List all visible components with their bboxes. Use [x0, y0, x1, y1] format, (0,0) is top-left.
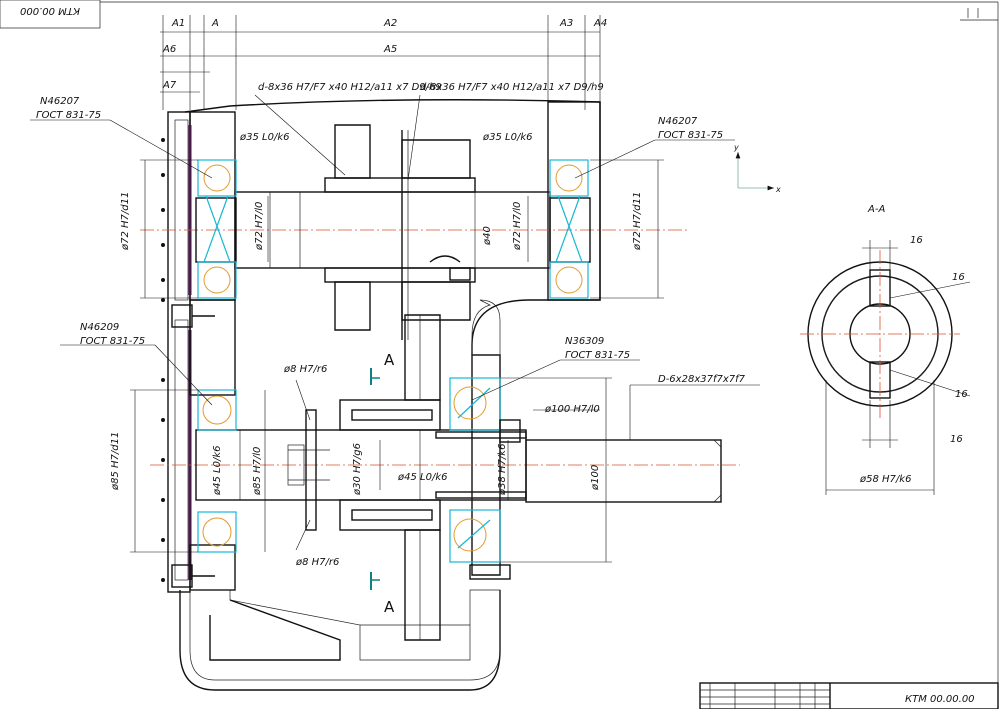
dim-d100-shaft: ø100 — [590, 465, 601, 491]
dim-d38: ø38 H7/k6 — [497, 444, 508, 496]
section-dim-16-right-bottom: 16 — [955, 389, 968, 400]
dim-d35-right: ø35 L0/k6 — [482, 132, 532, 143]
section-marker — [370, 368, 380, 590]
bearing-top-right-number: N46207 — [658, 116, 698, 127]
section-view — [800, 240, 971, 495]
lower-shaft — [150, 314, 740, 641]
dim-a2: A2 — [383, 18, 397, 29]
dim-a6: A6 — [162, 44, 176, 55]
dim-spline-D: D-6x28x37f7x7f7 — [658, 374, 746, 385]
dim-d35-left: ø35 L0/k6 — [239, 132, 289, 143]
dim-a7: A7 — [162, 80, 177, 91]
spline-right-callout: d-8x36 H7/F7 x40 H12/a11 x7 D9/h9 — [420, 82, 604, 93]
bearing-top-left-number: N46207 — [40, 96, 80, 107]
dim-d85-inner: ø85 H7/l0 — [252, 447, 263, 496]
dim-a1b: A — [211, 18, 219, 29]
bearing-mid-right-standard: ГОСТ 831-75 — [565, 350, 630, 361]
lower-right-bearing — [449, 377, 501, 563]
section-dim-16-top: 16 — [910, 235, 923, 246]
axis-label-x: x — [775, 185, 781, 194]
dim-d72-left-outer: ø72 H7/d11 — [120, 192, 131, 251]
dim-a1: A1 — [171, 18, 185, 29]
diameter-dimension-lines — [130, 159, 760, 563]
axis-label-y: y — [733, 143, 739, 152]
bearing-mid-left-standard: ГОСТ 831-75 — [80, 336, 145, 347]
dim-d8-bottom: ø8 H7/r6 — [295, 557, 339, 568]
section-mark-top: A — [384, 351, 395, 369]
upper-right-bearing — [549, 159, 589, 299]
lower-left-bearing — [197, 389, 237, 553]
dim-d40: ø40 — [482, 226, 493, 246]
coordinate-axes-icon — [735, 152, 774, 191]
upper-left-bearing — [197, 159, 237, 299]
dim-d8-top: ø8 H7/r6 — [283, 364, 327, 375]
dim-d100-label: ø100 H7/l0 — [544, 404, 600, 415]
flange-bolt-dots — [161, 138, 165, 582]
bearing-mid-left-number: N46209 — [80, 322, 119, 333]
dim-d72-mid: ø72 H7/l0 — [512, 202, 523, 251]
dim-a4: A4 — [593, 18, 607, 29]
dim-d30: ø30 H7/g6 — [352, 443, 363, 496]
upper-shaft — [140, 124, 690, 340]
section-dim-16-right-top: 16 — [952, 272, 965, 283]
bearing-top-left-standard: ГОСТ 831-75 — [36, 110, 101, 121]
spline-left-callout: d-8x36 H7/F7 x40 H12/a11 x7 D9/h9 — [258, 82, 442, 93]
dim-d85-outer: ø85 H7/d11 — [110, 432, 121, 491]
bearing-top-right-standard: ГОСТ 831-75 — [658, 130, 723, 141]
section-dim-16-bottom: 16 — [950, 434, 963, 445]
dim-a5: A5 — [383, 44, 397, 55]
dim-a3: A3 — [559, 18, 573, 29]
title-block — [699, 682, 999, 709]
section-mark-bottom: A — [384, 598, 395, 616]
bearing-mid-right-number: N36309 — [565, 336, 604, 347]
dim-d45-mid: ø45 L0/k6 — [397, 472, 447, 483]
section-dim-d58: ø58 H7/k6 — [859, 474, 911, 485]
top-dimension-chain — [160, 15, 601, 110]
dim-d45-left: ø45 L0/k6 — [212, 446, 223, 496]
dim-d72-right: ø72 H7/d11 — [632, 192, 643, 251]
stamp-top-left: КТМ 00.000 — [20, 5, 80, 16]
stamp-title: КТМ 00.00.00 — [905, 694, 975, 705]
dim-d72-left-inner: ø72 H7/l0 — [254, 202, 265, 251]
section-title: A-A — [867, 204, 885, 215]
cover-bolts — [171, 304, 521, 588]
